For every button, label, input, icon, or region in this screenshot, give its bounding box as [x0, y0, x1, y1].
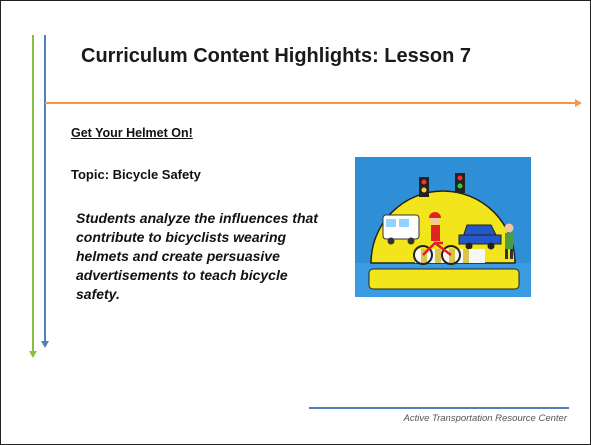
- orange-arrowhead: [575, 99, 582, 107]
- topic-label: Topic: Bicycle Safety: [71, 167, 201, 182]
- slide-title: Curriculum Content Highlights: Lesson 7: [81, 45, 472, 67]
- lesson-name: Get Your Helmet On!: [71, 126, 193, 140]
- footer-divider: [309, 407, 569, 409]
- green-arrowhead: [29, 351, 37, 358]
- footer-source: Active Transportation Resource Center: [403, 413, 567, 424]
- blue-vertical-line: [44, 35, 46, 341]
- green-vertical-line: [32, 35, 34, 351]
- street-smarts-poster-image: [355, 157, 531, 297]
- orange-horizontal-line: [45, 102, 575, 104]
- blue-arrowhead: [41, 341, 49, 348]
- lesson-description: Students analyze the influences that con…: [76, 210, 318, 302]
